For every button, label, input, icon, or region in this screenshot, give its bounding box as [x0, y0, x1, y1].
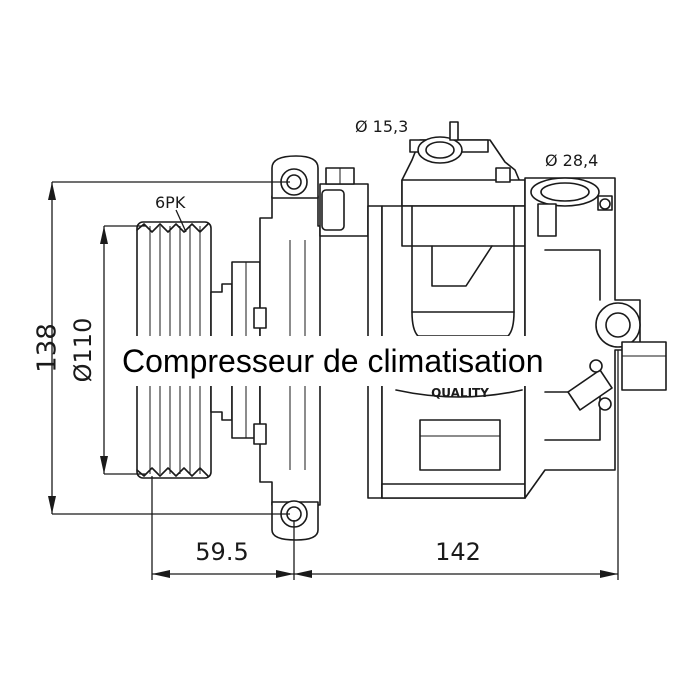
width-body-label: 142 — [435, 538, 481, 566]
port-large-diameter-label: Ø 28,4 — [545, 151, 598, 170]
diagram-title: Compresseur de climatisation — [118, 336, 548, 386]
front-housing — [253, 155, 321, 541]
compressor-body — [381, 121, 526, 499]
quality-label: QUALITY — [431, 386, 489, 400]
port-small-diameter-label: Ø 15,3 — [355, 117, 408, 136]
rear-housing — [524, 177, 667, 499]
width-front-label: 59.5 — [195, 538, 248, 566]
belt-type-label: 6PK — [155, 193, 186, 212]
pulley-diameter-label: Ø110 — [69, 318, 97, 383]
valve-block — [319, 167, 383, 499]
height-dimension-label: 138 — [33, 323, 63, 373]
dimension-lines — [48, 181, 619, 580]
